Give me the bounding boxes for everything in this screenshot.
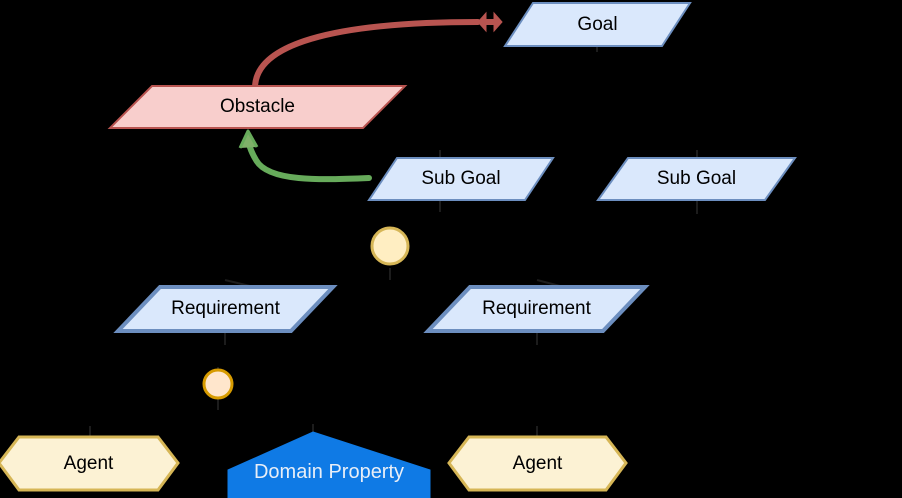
obstacle-node[interactable]	[107, 85, 408, 129]
obstruction-marker-right	[493, 11, 503, 33]
goal-node[interactable]	[503, 1, 692, 47]
refinement-node-2[interactable]	[202, 368, 234, 400]
obstruction-edge[interactable]	[252, 11, 503, 91]
requirement-node-1[interactable]	[113, 285, 338, 333]
agent-node-2[interactable]	[447, 435, 628, 492]
agent-node-1[interactable]	[0, 435, 180, 492]
sub-goal-node-2[interactable]	[596, 157, 797, 201]
obstruction-marker-left	[477, 11, 487, 33]
resolution-edge[interactable]	[238, 129, 372, 183]
requirement-node-2[interactable]	[423, 285, 650, 333]
resolution-edge-path	[245, 133, 372, 183]
refinement-node-1[interactable]	[370, 226, 410, 266]
obstruction-edge-path	[252, 19, 481, 91]
domain-property-node[interactable]	[227, 431, 431, 498]
sub-goal-node-1[interactable]	[367, 157, 555, 201]
resolution-arrowhead	[238, 129, 259, 149]
